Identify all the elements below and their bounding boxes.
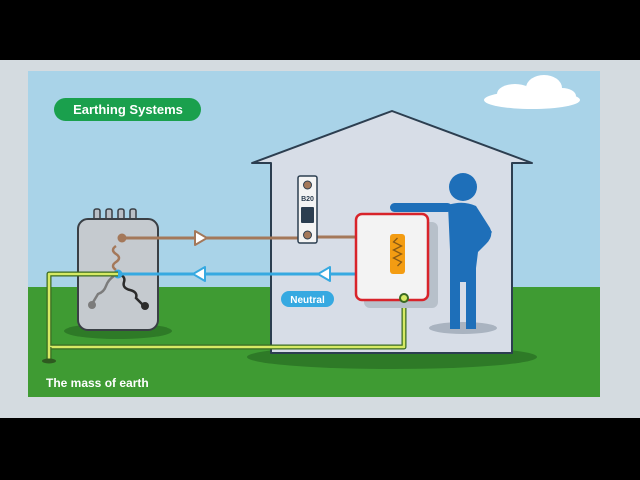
appliance [354, 212, 430, 303]
breaker-label: B20 [301, 196, 314, 203]
neutral-label-badge: Neutral [281, 291, 334, 307]
bottom-letterbox-bar [0, 418, 640, 480]
earth-wire [46, 271, 407, 360]
earth-rod-ground [42, 358, 56, 364]
person-icon [390, 173, 492, 329]
title-badge: Earthing Systems [54, 98, 201, 121]
neutral-wire-arrow-yard [192, 266, 206, 282]
title-badge-text: Earthing Systems [73, 102, 183, 117]
live-wire-arrow [194, 230, 208, 246]
cloud-icon [484, 75, 580, 109]
neutral-label-text: Neutral [290, 295, 325, 306]
neutral-wire-arrow-house [317, 266, 331, 282]
person-shadow [429, 322, 497, 334]
earth-label: The mass of earth [46, 376, 149, 390]
breaker-b20 [297, 175, 318, 244]
top-letterbox-bar [0, 0, 640, 60]
